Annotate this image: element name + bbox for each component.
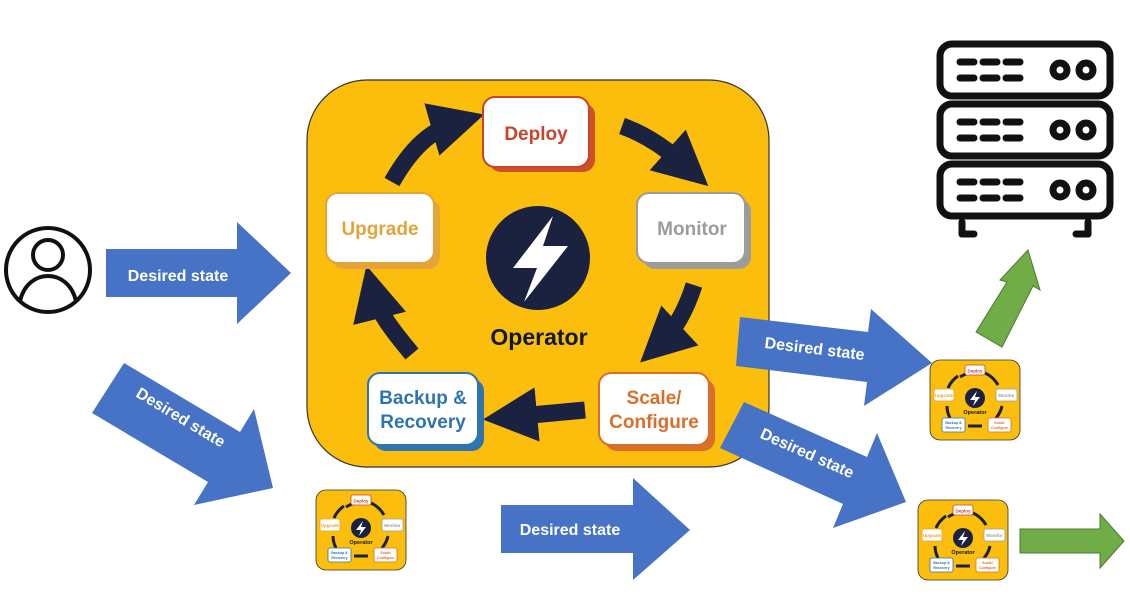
cycle-arrow-scale-to-backup <box>482 387 586 442</box>
step-scale-configure: Scale/ Configure <box>598 372 715 451</box>
cycle-arrow-upgrade-to-deploy <box>384 103 485 187</box>
mini-operator-right-bottom <box>916 498 1010 582</box>
user-icon <box>4 226 92 314</box>
step-backup-recovery: Backup & Recovery <box>367 372 484 451</box>
cycle-arrow-deploy-to-monitor <box>618 117 709 187</box>
mini-operator-bottom-left <box>314 488 408 572</box>
green-arrow-up <box>975 249 1041 348</box>
lightning-icon <box>486 206 590 310</box>
step-monitor-label: Monitor <box>657 219 727 240</box>
cycle-arrow-backup-to-upgrade <box>353 265 419 360</box>
step-scale-label-line2: Configure <box>609 412 699 433</box>
arrow-user-to-operator-label: Desired state <box>128 268 229 285</box>
arrow-operator-to-lower-mini: Desired state <box>720 402 906 528</box>
arrow-mini-to-right: Desired state <box>501 478 690 580</box>
operator-label: Operator <box>490 324 587 350</box>
step-upgrade-label: Upgrade <box>341 219 418 240</box>
step-backup-label-line2: Recovery <box>380 412 466 433</box>
arrow-operator-to-server-mini: Desired state <box>736 309 932 406</box>
green-arrow-right <box>1019 512 1125 570</box>
arrow-user-to-mini: Desired state <box>92 363 273 505</box>
arrow-user-to-operator: Desired state <box>106 222 291 324</box>
cycle-arrows <box>353 103 709 442</box>
step-monitor: Monitor <box>636 192 751 269</box>
step-deploy-label: Deploy <box>504 124 568 145</box>
step-backup-label-line1: Backup & <box>379 388 467 409</box>
step-deploy: Deploy <box>482 96 595 172</box>
step-scale-label-line1: Scale/ <box>627 388 683 409</box>
arrow-mini-to-right-label: Desired state <box>520 522 621 539</box>
step-upgrade: Upgrade <box>325 192 440 269</box>
mini-operator-right-top <box>928 358 1022 442</box>
server-rack-icon <box>936 40 1114 238</box>
cycle-arrow-monitor-to-scale <box>640 282 703 363</box>
